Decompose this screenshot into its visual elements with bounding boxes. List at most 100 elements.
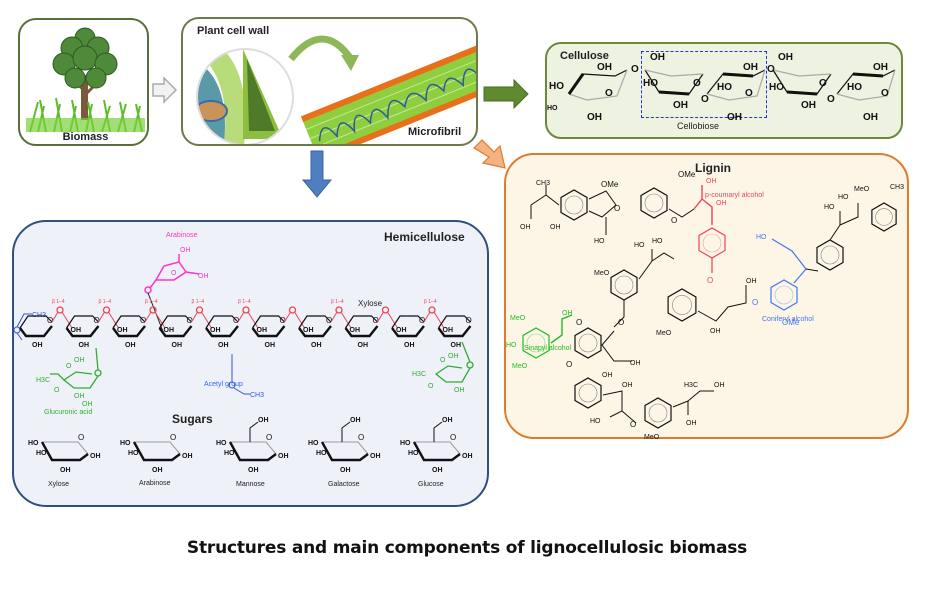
svg-text:O: O [745, 88, 753, 99]
svg-text:OH: OH [82, 401, 93, 408]
hydroxyl-label: HO [400, 440, 411, 447]
ether-oxygen: O [618, 318, 624, 327]
svg-text:OH: OH [778, 52, 793, 63]
hydroxyl-label: OH [340, 467, 351, 474]
coniferyl-alcohol-label: Coniferyl alcohol [762, 316, 814, 323]
methoxy-label: MeO [854, 186, 870, 193]
glucuronic-acid-structure-right [434, 341, 474, 383]
ether-oxygen: O [671, 216, 677, 225]
glycosidic-oxygen [335, 306, 343, 314]
svg-text:O: O [428, 383, 434, 390]
svg-text:OH: OH [454, 387, 465, 394]
hydroxyl-label: OH [117, 327, 128, 334]
glucuronic-acid-label: Glucuronic acid [44, 409, 93, 416]
svg-text:OH: OH [873, 62, 888, 73]
aromatic-ring [816, 239, 844, 271]
cellulose-chain: OH HO HO O OH O OH O HO OH O HO OH O OH … [547, 52, 896, 123]
sugar-label-galactose: Galactose [328, 481, 360, 488]
ring-oxygen: O [358, 433, 364, 442]
hydroxyl-label: OH [432, 467, 443, 474]
hydroxyl-label: HO [590, 418, 601, 425]
biomass-label: Biomass [62, 131, 109, 143]
svg-text:O: O [66, 363, 72, 370]
hydroxyl-label: OH [152, 467, 163, 474]
hydroxyl-label: OH [278, 453, 289, 460]
hydroxyl-label: OH [442, 417, 453, 424]
sugar-label-arabinose: Arabinose [139, 480, 171, 487]
ring-oxygen: O [266, 433, 272, 442]
plant-cell-wall-panel: Plant cell wall Microfibril [181, 17, 478, 146]
svg-text:O: O [693, 78, 701, 89]
glycosidic-oxygen [56, 306, 64, 314]
acetyl-group-label: Acetyl group [204, 381, 243, 388]
aromatic-ring [640, 187, 668, 219]
aromatic-ring [644, 397, 672, 429]
hydroxyl-label: OH [404, 342, 415, 349]
hydroxyl-label: OH [520, 224, 531, 231]
aromatic-ring [560, 189, 588, 221]
sugar-label-glucose: Glucose [418, 481, 444, 488]
microfibril-illustration [300, 41, 476, 144]
svg-text:OH: OH [198, 273, 209, 280]
hydroxyl-label: OH [248, 467, 259, 474]
svg-text:OH: OH [74, 393, 85, 400]
hydroxyl-label: HO [652, 238, 663, 245]
tree-icon [26, 27, 145, 133]
hydroxyl-label: OH [562, 310, 573, 317]
ring-oxygen: O [419, 316, 425, 325]
hydroxyl-label: HO [128, 450, 139, 457]
methoxy-label: OMe [601, 180, 619, 189]
glycosidic-oxygen [381, 306, 390, 314]
glycosidic-oxygen [428, 306, 436, 314]
hydroxyl-label: OH [32, 342, 43, 349]
ring-oxygen: O [373, 316, 379, 325]
hydroxyl-label: HO [756, 234, 767, 241]
hydroxyl-label: OH [257, 327, 268, 334]
ring-oxygen: O [170, 433, 176, 442]
hydroxyl-label: HO [824, 204, 835, 211]
curved-arrow-icon [288, 35, 354, 62]
hydroxyl-label: OH [210, 327, 221, 334]
hydroxyl-label: OH [303, 327, 314, 334]
hydroxyl-label: HO [594, 238, 605, 245]
hemicellulose-title: Hemicellulose [384, 230, 465, 244]
svg-text:O: O [767, 64, 775, 75]
aromatic-ring [574, 377, 602, 409]
hydroxyl-label: OH [443, 327, 454, 334]
hydroxyl-label: OH [350, 327, 361, 334]
hydroxyl-label: OH [258, 417, 269, 424]
hydroxyl-label: OH [686, 420, 697, 427]
lignin-title: Lignin [695, 161, 731, 175]
microfibril-label: Microfibril [408, 126, 462, 138]
svg-text:HO: HO [547, 105, 558, 112]
sugar-label-mannose: Mannose [236, 481, 265, 488]
hydroxyl-label: HO [408, 450, 419, 457]
linkage-label: β 1–4 [145, 299, 158, 305]
linkage-label: β 1–4 [192, 299, 205, 305]
hydroxyl-label: OH [350, 417, 361, 424]
xylose-chain-label: Xylose [358, 299, 383, 308]
svg-text:OH: OH [587, 112, 602, 123]
hydroxyl-label: OH [550, 224, 561, 231]
ring-oxygen: O [78, 433, 84, 442]
sinapyl-alcohol-label: Sinapyl alcohol [524, 345, 572, 352]
svg-text:O: O [440, 357, 446, 364]
hydroxyl-label: HO [308, 440, 319, 447]
hydroxyl-label: OH [370, 453, 381, 460]
ring-oxygen: O [280, 316, 286, 325]
ring-oxygen: O [47, 316, 53, 325]
methoxy-label: MeO [644, 434, 660, 441]
ether-oxygen: O [630, 420, 636, 429]
methoxy-label: OMe [678, 170, 696, 179]
ring-oxygen: O [450, 433, 456, 442]
hydroxyl-label: OH [746, 278, 757, 285]
